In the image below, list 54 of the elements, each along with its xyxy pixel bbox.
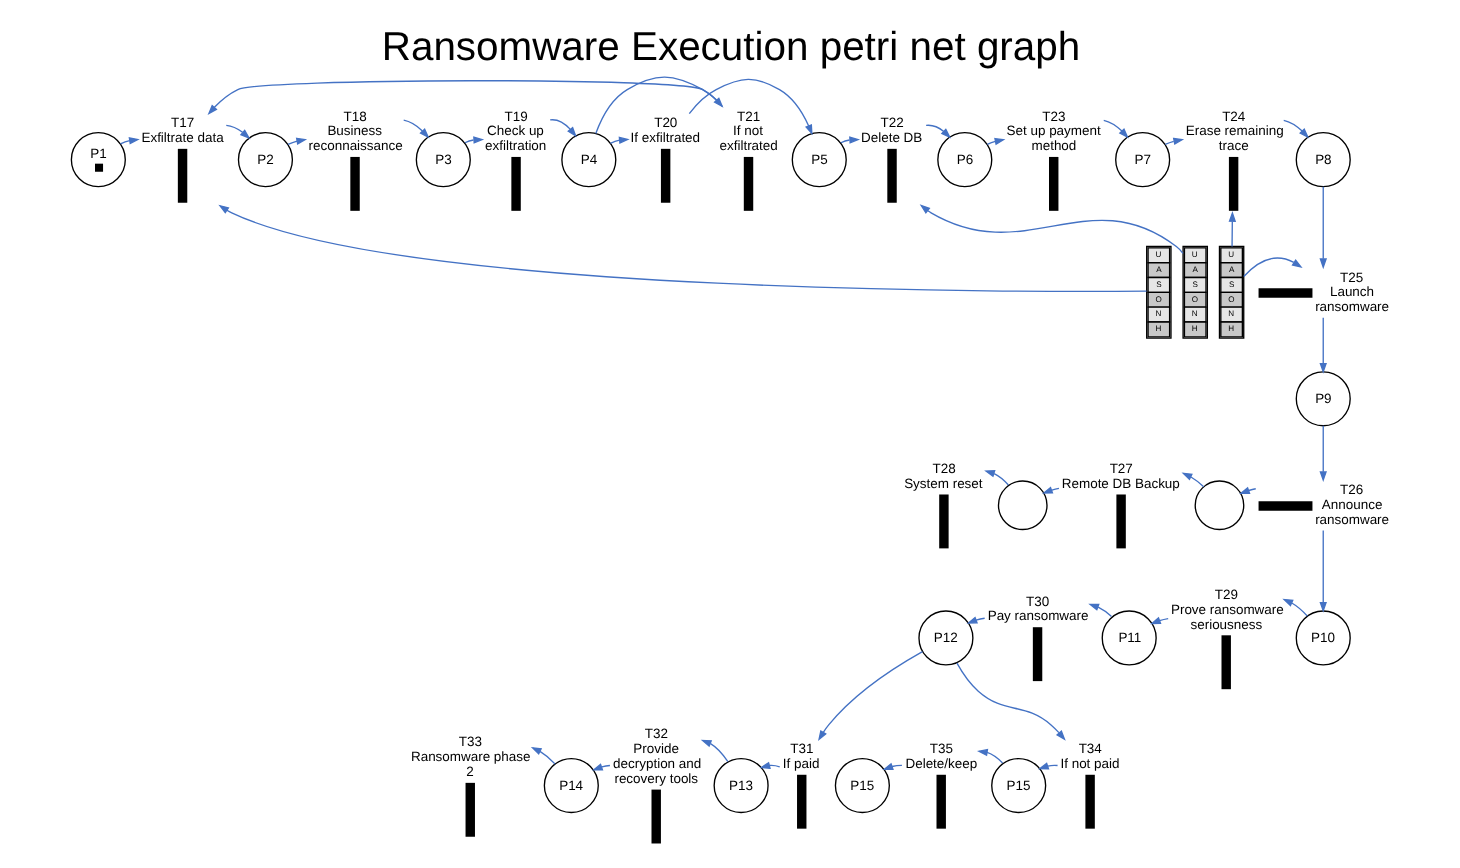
arrow [402,119,429,139]
arrow [1149,616,1168,625]
node-box [176,148,187,203]
arrow [286,137,307,145]
node-box [349,156,359,211]
arrow [217,204,1147,293]
node-box [1257,288,1312,298]
arrow [1180,472,1204,488]
node-box [935,774,945,829]
arrow [1227,211,1236,248]
arrow [224,124,250,140]
node-box [464,782,474,837]
arrow [699,739,728,763]
node-box [1084,774,1094,829]
arrow [976,748,1003,764]
node-box [886,148,896,203]
node-box [659,148,670,203]
arrow [924,124,951,139]
diagram-title: Ransomware Execution petri net graph [380,25,1080,70]
arrow [1163,137,1184,146]
node-circle [996,480,1047,531]
arrow [529,746,555,765]
arrow [1282,119,1309,139]
node-box [1048,156,1058,211]
node-box [1115,494,1125,549]
arrow [118,137,139,145]
arrow [1238,486,1256,494]
node-box [796,774,806,829]
arrow [1242,257,1302,278]
node-box [742,156,753,211]
arrow [1318,529,1326,613]
arrow [590,763,610,771]
arrow [1318,425,1326,483]
arrow [918,204,1183,255]
arrow [548,119,576,138]
arrow [1040,486,1059,494]
node-box [510,156,520,211]
arrow [1087,603,1112,618]
node-box [1227,156,1238,211]
arrow [955,662,1065,741]
arrow [985,137,1005,146]
node-box [1031,627,1042,682]
arrow [687,78,812,136]
arrow [817,650,923,742]
node-box [1257,501,1312,511]
arrow [983,470,1009,486]
arrow [1318,186,1326,270]
node-box [1220,635,1230,690]
arrow [1318,317,1326,374]
node-box [650,789,660,844]
arrow [1281,598,1308,617]
node-circle [1193,480,1244,531]
arrow [1102,119,1128,139]
node-box [938,494,948,549]
